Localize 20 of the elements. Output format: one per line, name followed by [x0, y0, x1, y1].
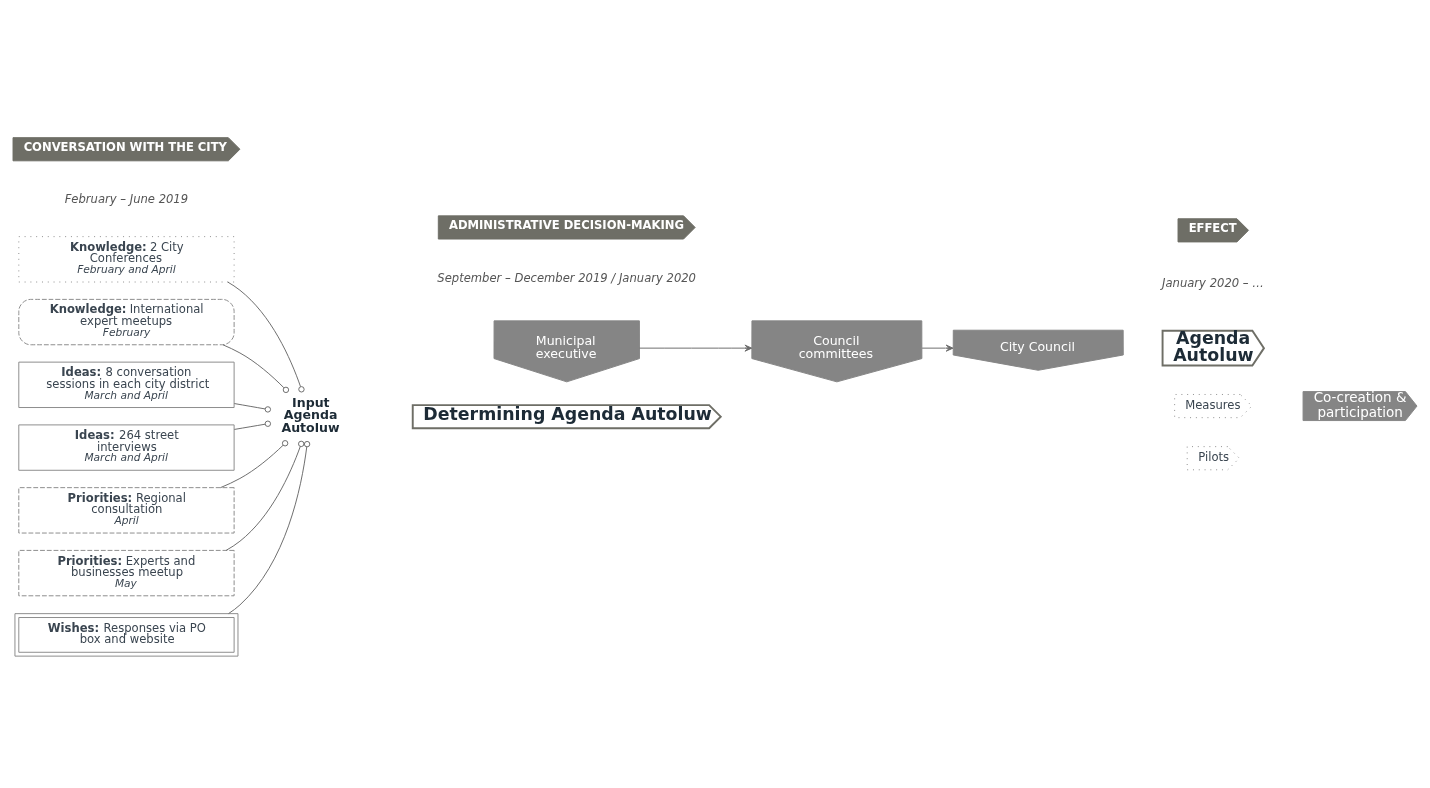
connector	[222, 344, 290, 394]
arrow	[921, 344, 954, 352]
connector	[220, 440, 289, 489]
node-box: Ideas: 8 conversation sessions in each city district March and April	[18, 361, 235, 408]
node-box: Knowledge: International expert meetups February	[18, 298, 235, 346]
node-box: Ideas: 264 street interviews March and April	[18, 424, 235, 471]
connector	[225, 440, 305, 551]
node-box: Knowledge: 2 City Conferences February and April	[18, 236, 235, 283]
node-label: September – December 2019 / January 2020	[437, 270, 696, 285]
connector	[227, 281, 305, 393]
node-label: January 2020 – …	[1162, 276, 1264, 291]
connector	[233, 403, 272, 413]
connector	[233, 420, 272, 430]
node-text: Input Agenda Autoluw	[281, 394, 340, 436]
node-box: Wishes: Responses via PO box and website	[14, 613, 239, 657]
node-label: February – June 2019	[64, 192, 189, 207]
node-box: Priorities: Experts and businesses meetup May	[18, 549, 235, 597]
arrow	[639, 344, 753, 352]
connector	[228, 440, 311, 615]
node-box: Priorities: Regional consultation April	[18, 487, 235, 534]
